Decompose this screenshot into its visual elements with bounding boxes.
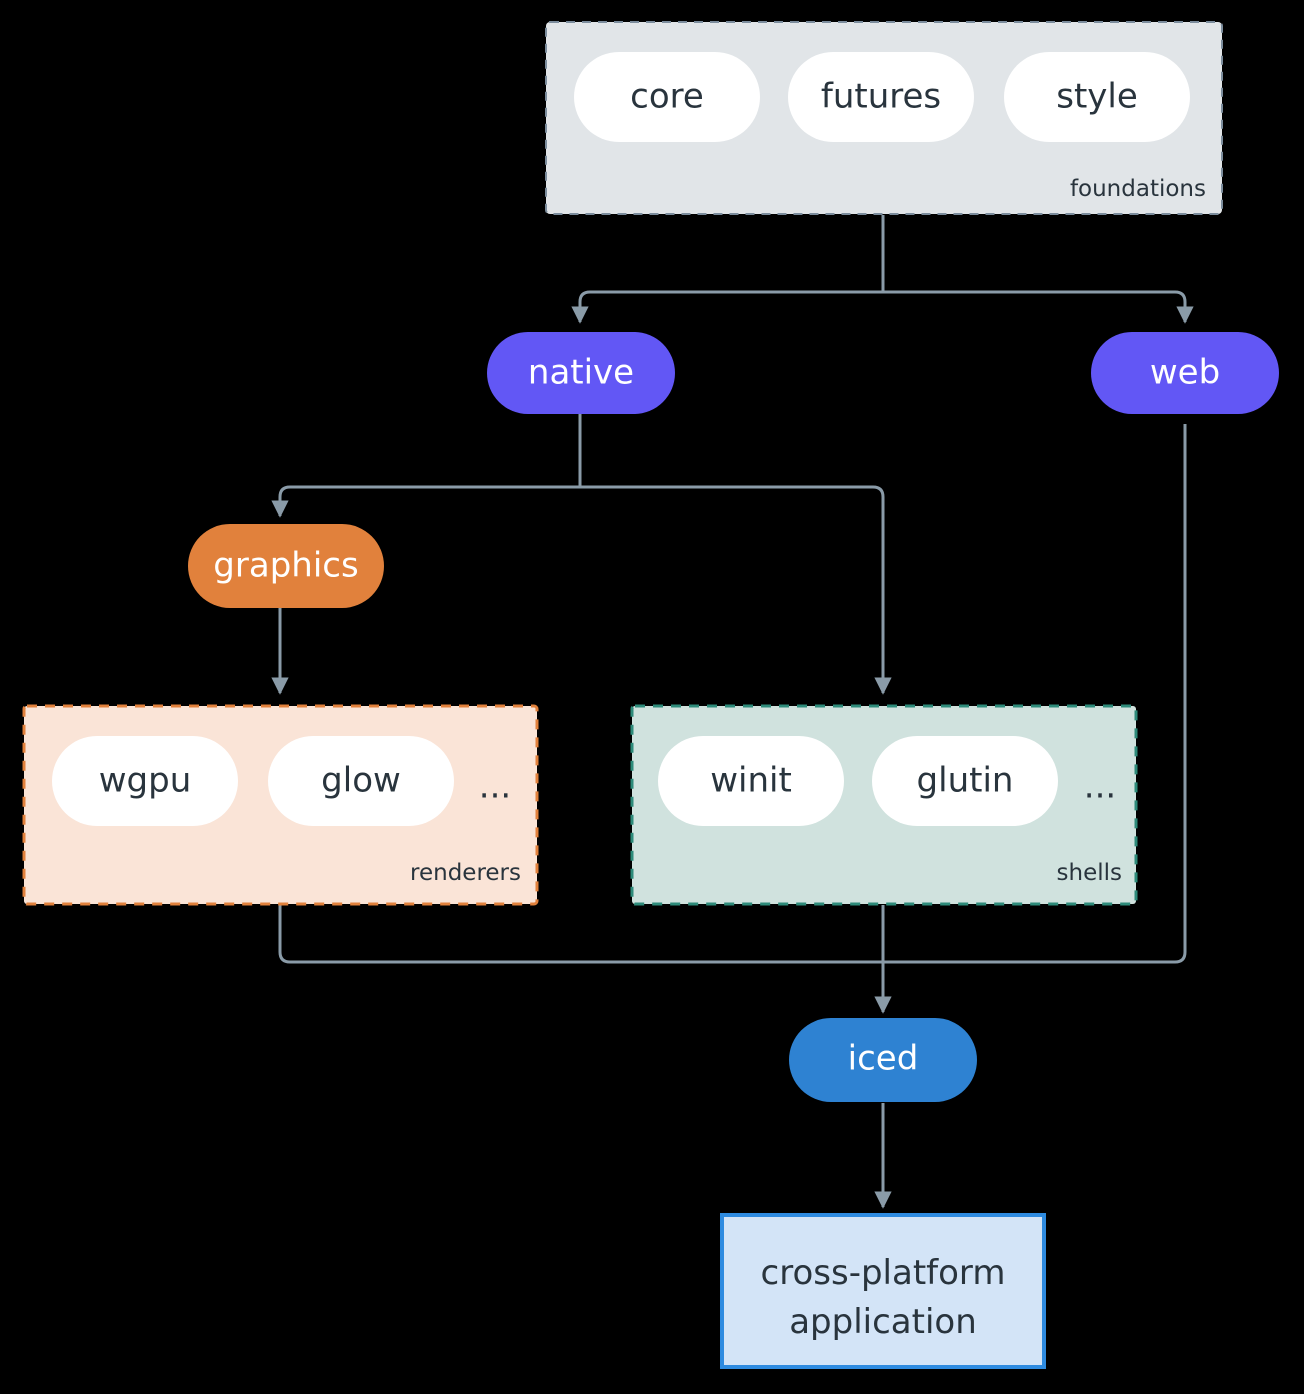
pill-glow[interactable] (268, 736, 454, 826)
iced-label: iced (848, 1039, 919, 1079)
pill-glow-label: glow (321, 761, 401, 801)
renderers-group-label: renderers (410, 860, 521, 886)
node-native[interactable]: native (487, 332, 675, 414)
shells-overflow-ellipsis: ... (1084, 767, 1116, 807)
pill-futures[interactable] (788, 52, 974, 142)
pill-core[interactable] (574, 52, 760, 142)
pill-core-label: core (630, 77, 704, 117)
node-web[interactable]: web (1091, 332, 1279, 414)
edge-web-to-iced (883, 424, 1187, 964)
pill-wgpu[interactable] (52, 736, 238, 826)
graphics-pill-shape[interactable] (188, 524, 384, 608)
web-label: web (1150, 353, 1220, 393)
edge-native-to-shells (580, 485, 892, 695)
edge-foundations-to-web (883, 290, 1194, 324)
pill-style-label: style (1056, 77, 1138, 117)
group-foundations: core futures style foundations (545, 21, 1223, 215)
application-box-shape[interactable] (720, 1213, 1046, 1369)
iced-pill-shape[interactable] (789, 1018, 977, 1102)
pill-wgpu-label: wgpu (99, 761, 192, 801)
pill-winit-label: winit (710, 761, 792, 801)
pill-glutin[interactable] (872, 736, 1058, 826)
shells-group-label: shells (1057, 860, 1122, 886)
pill-winit[interactable] (658, 736, 844, 826)
edge-layer (271, 215, 1194, 1209)
pill-style[interactable] (1004, 52, 1190, 142)
native-label: native (528, 353, 634, 393)
foundations-group-label: foundations (1070, 176, 1206, 202)
application-label-line1: cross-platform (761, 1253, 1006, 1293)
edge-renderers-to-iced (278, 905, 883, 964)
application-label-line2: application (789, 1302, 977, 1342)
native-pill-shape[interactable] (487, 332, 675, 414)
pill-futures-label: futures (821, 77, 941, 117)
renderers-overflow-ellipsis: ... (479, 767, 511, 807)
node-graphics[interactable]: graphics (188, 524, 384, 608)
pill-glutin-label: glutin (917, 761, 1014, 801)
node-iced[interactable]: iced (789, 1018, 977, 1102)
web-pill-shape[interactable] (1091, 332, 1279, 414)
graphics-label: graphics (213, 546, 358, 586)
edge-native-to-graphics (271, 485, 580, 518)
node-application[interactable]: cross-platform application (720, 1213, 1046, 1369)
group-shells: winit glutin ... shells (630, 704, 1138, 906)
edge-foundations-to-native (571, 290, 883, 324)
group-renderers: wgpu glow ... renderers (22, 704, 539, 906)
